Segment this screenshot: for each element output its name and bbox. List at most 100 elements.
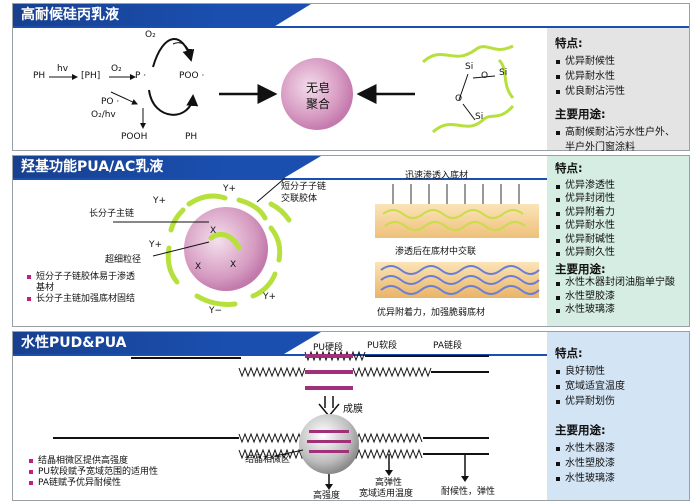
yplus-label: Y+ — [223, 184, 237, 194]
o2hv-label: O₂/hv — [91, 110, 116, 120]
soapless-sphere — [281, 58, 353, 130]
yplus-label: Y+ — [153, 196, 167, 206]
note-item: 长分子主链加强底材固结 — [27, 294, 137, 305]
side-box: 特点: 优异耐候性 优异耐水性 优良耐沾污性 主要用途: 高耐候耐沾污水性户外、… — [547, 28, 689, 153]
ph-radical-label: [PH] — [81, 71, 101, 81]
soft-segment-spring — [238, 432, 306, 444]
use-item: 水性玻璃漆 — [555, 303, 683, 317]
use-item: 水性塑胶漆 — [555, 456, 683, 471]
uses-list: 高耐候耐沾污水性户外、半户外门窗涂料 — [555, 125, 683, 155]
panel-pud-pua: 水性PUD&PUA 特点: 良好韧性 宽域适宜温度 优异耐划伤 主要用途: 水性… — [12, 331, 690, 501]
soft-segment-spring — [352, 448, 423, 460]
film-notes: 结晶相微区提供高强度 PU软段赋予宽域范围的适用性 PA链赋予优异耐候性 — [29, 456, 209, 489]
feature-item: 优异耐水性 — [555, 69, 683, 84]
feature-item: 宽域适宜温度 — [555, 379, 683, 394]
use-item: 水性塑胶漆 — [555, 290, 683, 304]
weather-label: 耐候性，弹性 — [441, 487, 496, 497]
particle-sphere — [184, 207, 268, 291]
po-label: PO · — [101, 97, 120, 107]
pooh-label: POOH — [121, 132, 148, 142]
note-item: PU软段赋予宽域范围的适用性 — [29, 467, 209, 478]
soft-segment-spring — [238, 448, 306, 460]
feature-item: 优异耐碱性 — [555, 233, 683, 247]
crosslink-substrate-label: 渗透后在底材中交联 — [395, 247, 477, 257]
panel-hydroxyl-pua: 羟基功能PUA/AC乳液 特点: 优异渗透性 优异封闭性 优异附着力 优异耐水性… — [12, 155, 690, 327]
use-item: 水性木器漆 — [555, 441, 683, 456]
features-title: 特点: — [555, 346, 583, 360]
film-label: 成膜 — [343, 404, 363, 415]
uses-title: 主要用途: — [555, 261, 606, 276]
o-label: O — [455, 94, 463, 104]
soft-segment-spring — [238, 366, 306, 378]
reaction-diagram — [49, 38, 515, 134]
si-label: Si — [475, 112, 484, 122]
panel-silicone-acrylic: 高耐候硅丙乳液 特点: 优异耐候性 优异耐水性 优良耐沾污性 主要用途: 高耐候… — [12, 3, 690, 153]
use-item: 高耐候耐沾污水性户外、半户外门窗涂料 — [555, 125, 683, 155]
feature-item: 优异附着力 — [555, 206, 683, 220]
uses-list: 水性木器封闭油脂单宁酸 水性塑胶漆 水性玻璃漆 — [555, 276, 683, 317]
particle-diagram — [113, 177, 540, 307]
long-chain-label: 长分子主链 — [89, 209, 135, 219]
features-list: 良好韧性 宽域适宜温度 优异耐划伤 — [555, 364, 683, 409]
features-title: 特点: — [555, 161, 583, 175]
note-item: 结晶相微区提供高强度 — [29, 456, 209, 467]
panel-title: 羟基功能PUA/AC乳液 — [13, 156, 321, 178]
film-diagram — [53, 350, 489, 490]
pu-soft-label: PU软段 — [367, 341, 398, 351]
x-label: X — [195, 262, 202, 272]
header-underline — [13, 26, 689, 28]
uses-title: 主要用途: — [555, 423, 606, 437]
crosslink-label: 交联胶体 — [281, 194, 318, 204]
feature-item: 优异耐久性 — [555, 246, 683, 260]
yplus-label: Y+ — [149, 240, 163, 250]
fine-particle-label: 超细粒径 — [105, 255, 142, 265]
feature-item: 优异耐划伤 — [555, 394, 683, 409]
features-list: 优异渗透性 优异封闭性 优异附着力 优异耐水性 优异耐碱性 优异耐久性 — [555, 179, 683, 260]
x-label: X — [230, 260, 237, 270]
poo-label: POO · — [179, 71, 205, 81]
o2-top-label: O₂ — [145, 30, 156, 40]
pu-hard-label: PU硬段 — [313, 343, 344, 353]
si-label: Si — [499, 68, 508, 78]
elastic-label: 高弹性 — [375, 478, 403, 488]
soft-segment-spring — [352, 432, 423, 444]
feature-item: 优良耐沾污性 — [555, 84, 683, 99]
x-label: X — [210, 226, 217, 236]
ph-label: PH — [33, 71, 46, 81]
use-item: 水性玻璃漆 — [555, 471, 683, 486]
soft-segment-spring — [352, 366, 432, 378]
short-chain-label: 短分子子链 — [281, 182, 327, 192]
use-item: 水性木器封闭油脂单宁酸 — [555, 276, 683, 290]
particle-notes: 短分子子链胶体易于渗透基材 长分子主链加强底材固结 — [27, 272, 137, 305]
feature-item: 优异耐候性 — [555, 54, 683, 69]
fast-penetrate-label: 迅速渗透入底材 — [405, 171, 469, 181]
panel-title: 高耐候硅丙乳液 — [13, 4, 311, 26]
high-strength-label: 高强度 — [313, 491, 341, 501]
sphere-label-2: 聚合 — [306, 97, 331, 111]
pa-chain-label: PA链段 — [433, 341, 463, 351]
yplus-label: Y+ — [263, 292, 277, 302]
yminus-label: Y− — [209, 306, 223, 316]
feature-item: 优异渗透性 — [555, 179, 683, 193]
uses-list: 水性木器漆 水性塑胶漆 水性玻璃漆 — [555, 441, 683, 486]
panel-title: 水性PUD&PUA — [13, 332, 321, 354]
note-item: 短分子子链胶体易于渗透基材 — [27, 272, 137, 294]
o2-label: O₂ — [111, 64, 122, 74]
ph2-label: PH — [185, 132, 198, 142]
side-box: 特点: 优异渗透性 优异封闭性 优异附着力 优异耐水性 优异耐碱性 优异耐久性 … — [547, 156, 689, 326]
features-title: 特点: — [555, 36, 583, 50]
note-item: PA链赋予优异耐候性 — [29, 478, 209, 489]
crystal-domain-sphere — [299, 414, 359, 474]
sphere-label-1: 无皂 — [306, 81, 331, 95]
o-label: O — [481, 71, 489, 81]
crystal-label: 结晶相微区 — [245, 455, 291, 465]
wide-temp-label: 宽域适用温度 — [359, 489, 414, 499]
feature-item: 优异耐水性 — [555, 219, 683, 233]
uses-title: 主要用途: — [555, 107, 606, 121]
si-label: Si — [465, 62, 474, 72]
p-radical-label: P · — [135, 71, 147, 81]
header-underline — [13, 178, 689, 180]
feature-item: 优异封闭性 — [555, 192, 683, 206]
hv-label: hv — [57, 64, 69, 74]
adhesion-label: 优异附着力，加强脆弱底材 — [377, 308, 486, 318]
